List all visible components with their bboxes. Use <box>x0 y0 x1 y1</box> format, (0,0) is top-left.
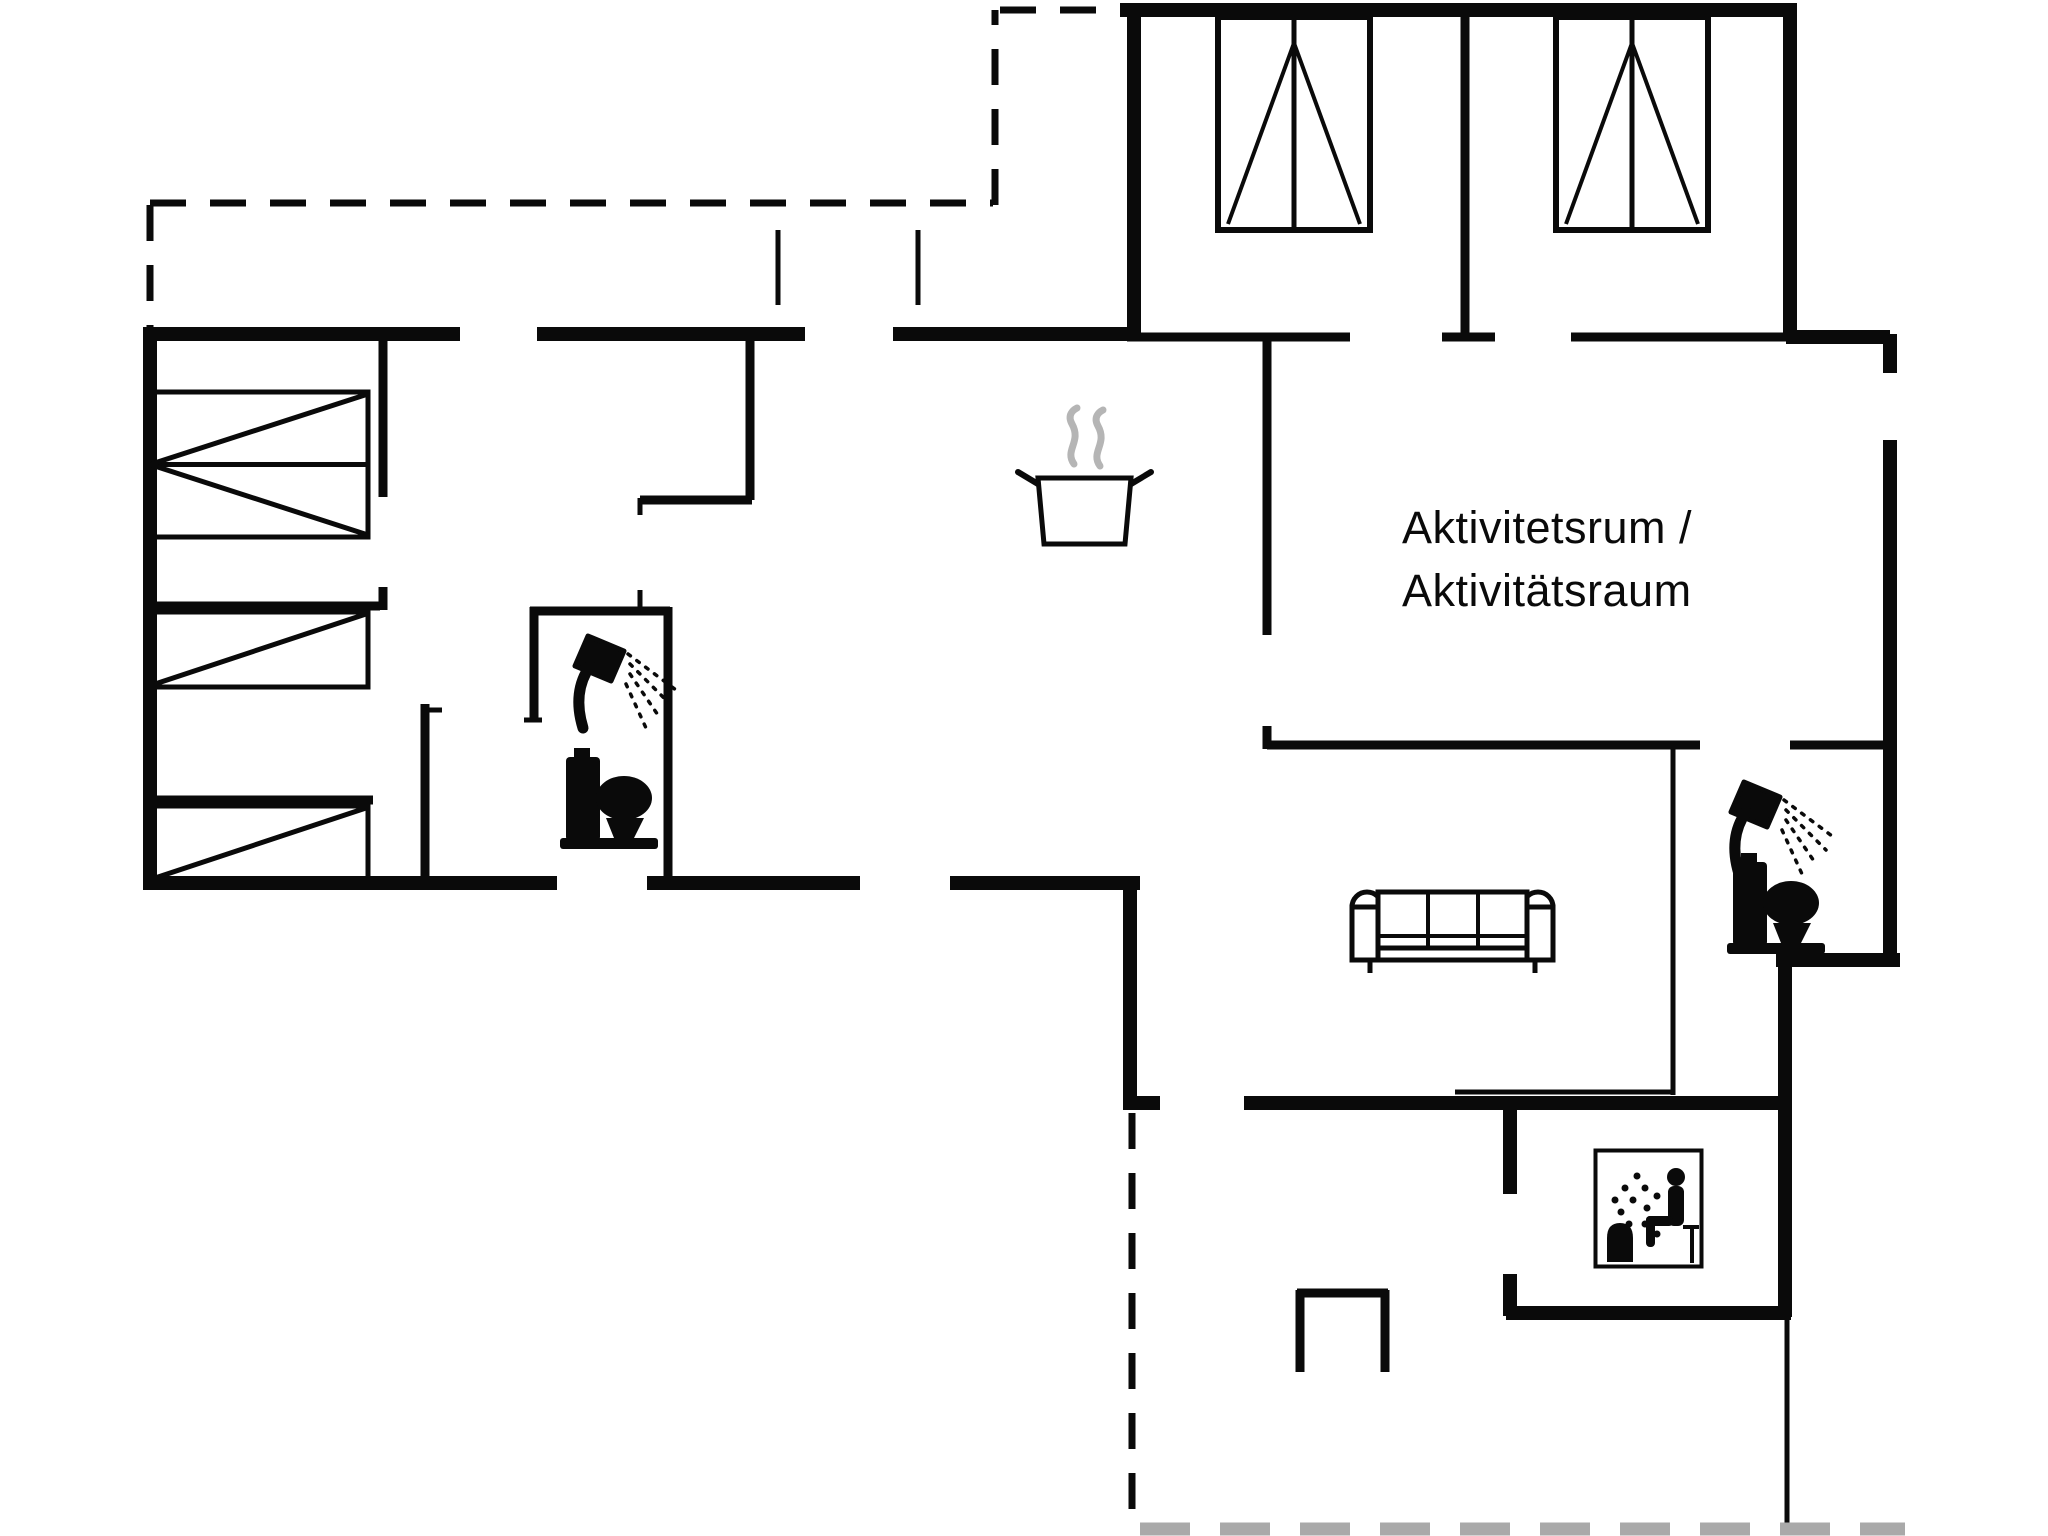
windows-layer <box>1215 14 1711 233</box>
sofa-icon <box>1352 892 1553 973</box>
room-label-line2: Aktivitätsraum <box>1402 565 1692 616</box>
toilet-icon <box>1727 853 1825 954</box>
sauna-icon <box>1593 1148 1704 1269</box>
bed-diagonal <box>151 611 367 688</box>
window-symbol <box>1215 14 1373 233</box>
bed-diagonal <box>149 391 369 467</box>
toilet-icon <box>560 748 658 849</box>
bed-diagonal <box>151 805 367 882</box>
cooking-pot-icon <box>1018 408 1151 544</box>
window-symbol <box>1553 14 1711 233</box>
sofa-icon <box>1352 892 1553 973</box>
single-bed-symbol <box>147 803 371 884</box>
single-bed-symbol <box>147 609 371 690</box>
toilet-icon <box>1727 853 1825 954</box>
window-casement-line <box>1630 42 1700 225</box>
shower-icon <box>575 636 676 728</box>
room-label-activity: Aktivitetsrum / Aktivitätsraum <box>1402 496 1692 622</box>
bed-outline <box>147 609 371 690</box>
boundary-layer <box>146 6 1905 1536</box>
bed-diagonal <box>149 462 369 538</box>
toilet-icon <box>560 748 658 849</box>
sauna-icon <box>1593 1148 1704 1269</box>
room-label-line1: Aktivitetsrum / <box>1402 502 1693 553</box>
beds-layer <box>147 389 371 884</box>
double-bed-symbol <box>147 389 371 540</box>
walls-layer <box>143 3 1900 1528</box>
bed-outline <box>147 803 371 884</box>
cooking-pot-icon <box>1018 408 1151 544</box>
window-casement-line <box>1226 42 1296 225</box>
shower-icon <box>575 636 676 728</box>
window-casement-line <box>1292 42 1362 225</box>
window-casement-line <box>1564 42 1634 225</box>
